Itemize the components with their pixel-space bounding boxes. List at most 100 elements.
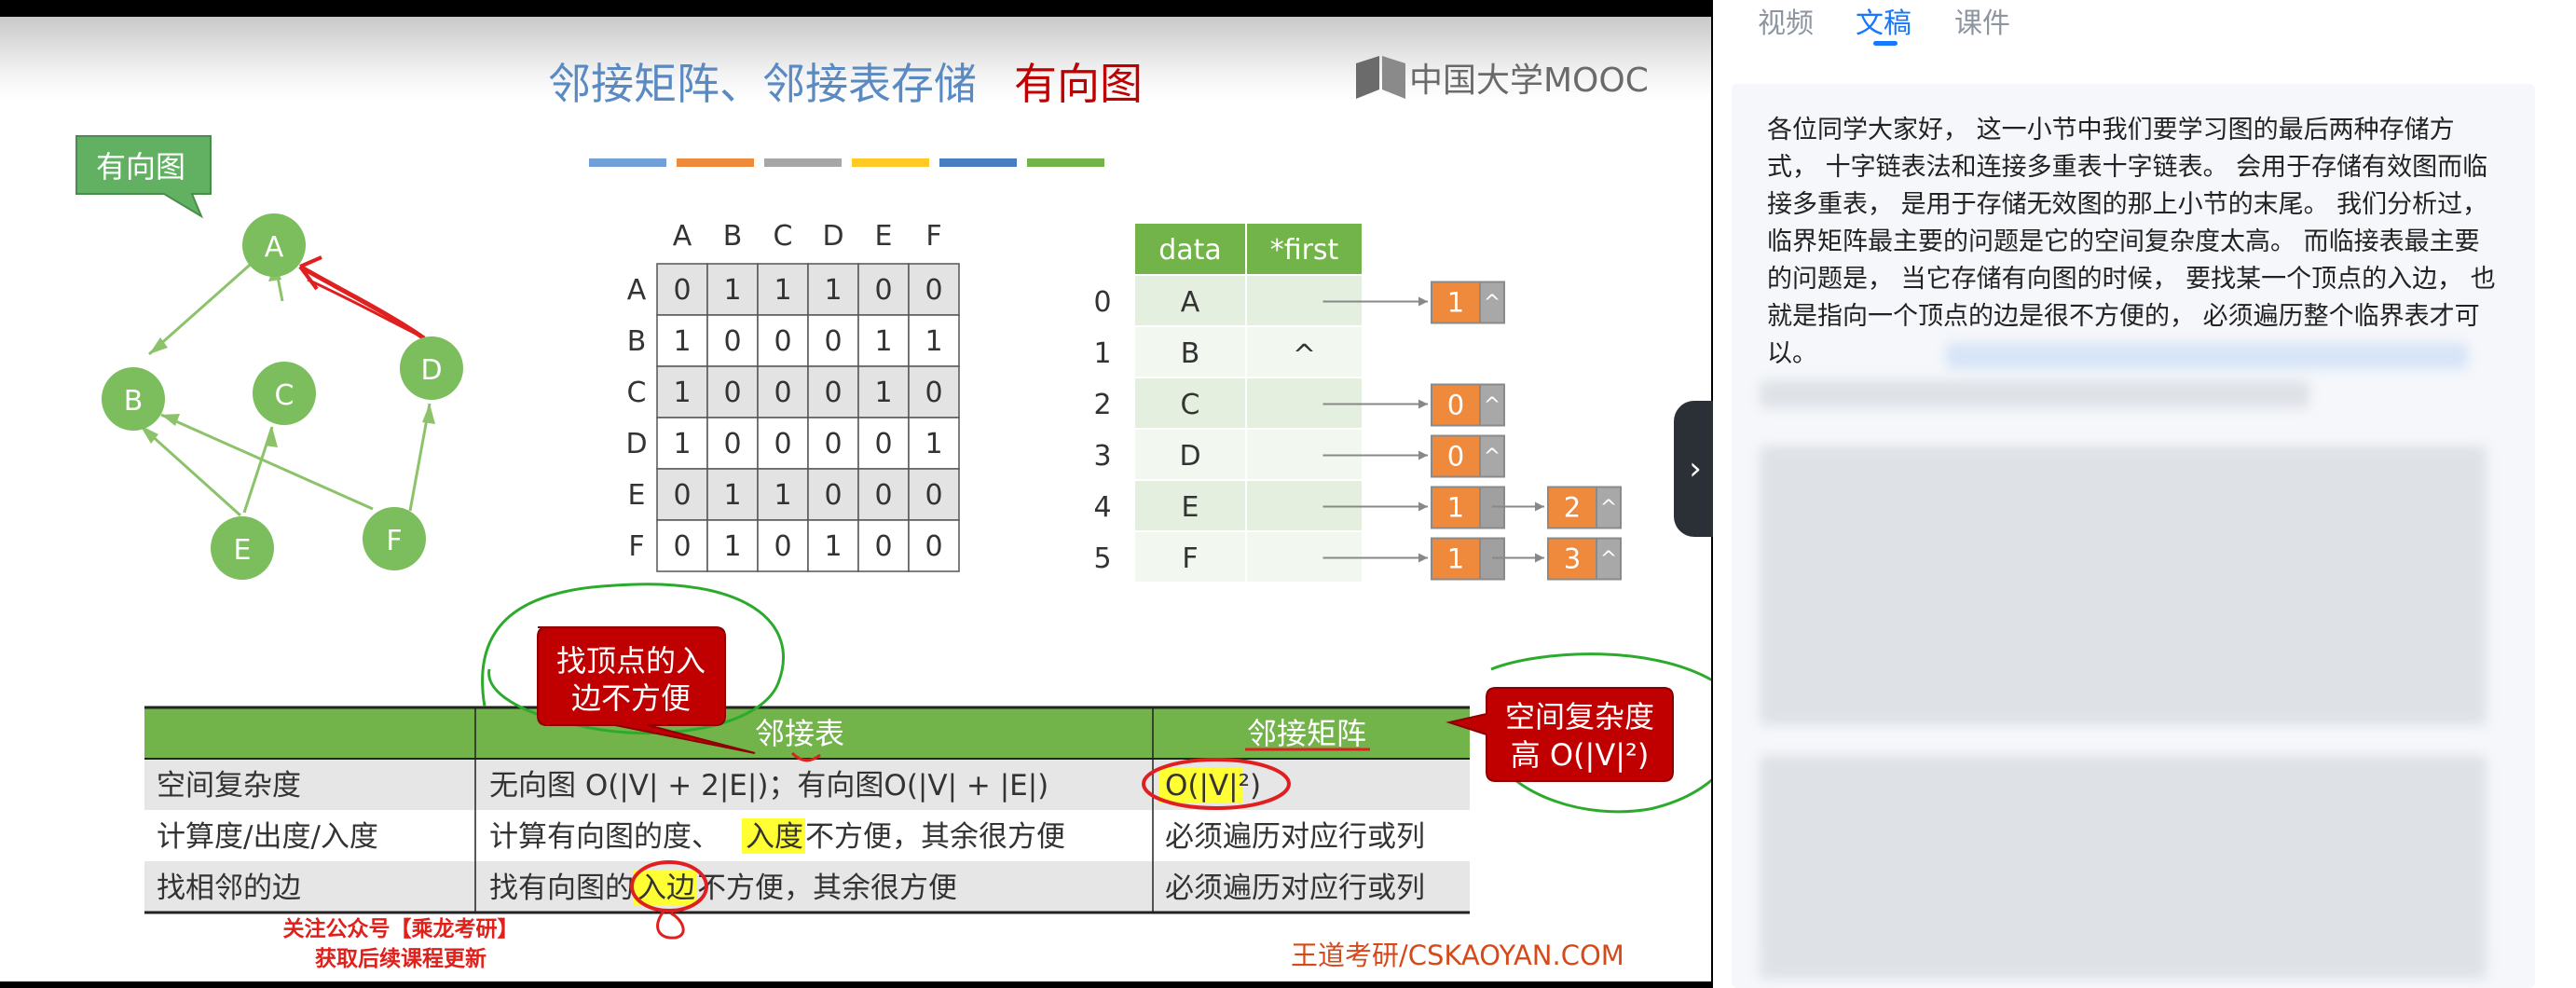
matrix-col-header: C: [774, 220, 793, 253]
matrix-cell-value: 1: [673, 325, 691, 358]
callout-matrix-line1: 空间复杂度: [1505, 699, 1654, 734]
matrix-cell: [656, 519, 708, 572]
matrix-cell-value: 0: [824, 325, 842, 358]
arc-node-label: 2: [1564, 492, 1581, 524]
matrix-cell-value: 1: [824, 274, 842, 307]
matrix-cell-value: 0: [673, 530, 691, 563]
circle-annotation: [630, 860, 708, 913]
adjlist-header-data: [1135, 224, 1245, 274]
matrix-cell: [706, 417, 759, 470]
arc-node-label: 0: [1447, 441, 1464, 473]
callout-list-weakness: 找顶点的入 边不方便: [537, 626, 756, 754]
adjlist-null-pointer: ^: [1293, 339, 1316, 372]
adjlist-vertex-cell: [1135, 378, 1245, 428]
graph-node-a-label: A: [265, 231, 284, 264]
arc-node-value: [1547, 486, 1597, 529]
matrix-cell-value: 0: [874, 479, 892, 512]
circle-annotation: [1142, 758, 1291, 810]
adjlist-vertex: C: [1181, 389, 1200, 421]
active-tab-indicator: [1873, 41, 1898, 46]
video-player[interactable]: 邻接矩阵、邻接表存储 有向图 中国大学MOOC 有向图: [0, 0, 1713, 988]
arc-node-label: 3: [1564, 543, 1581, 575]
matrix-cell: [857, 365, 910, 419]
lecture-slide: 邻接矩阵、邻接表存储 有向图 中国大学MOOC 有向图: [0, 17, 1711, 981]
table-cell-matrix: 必须遍历对应行或列: [1165, 871, 1425, 905]
adjlist-vertex: B: [1181, 337, 1200, 370]
chevron-right-icon: ›: [1689, 450, 1702, 487]
annotation-edge-d-a: [298, 264, 426, 341]
adjlist-arrowhead: [1418, 450, 1428, 460]
graph-node-c: C: [253, 362, 316, 425]
panel-collapse-button[interactable]: ›: [1674, 401, 1717, 537]
matrix-cell: [757, 519, 809, 572]
tab-courseware[interactable]: 课件: [1954, 7, 2010, 40]
arc-node-null: ^: [1484, 292, 1500, 315]
matrix-cell-value: 1: [774, 479, 791, 512]
matrix-cell: [807, 314, 859, 367]
scribble-annotation: [790, 751, 821, 762]
mooc-logo-icon: [1356, 56, 1379, 99]
adjlist-arrowhead: [1418, 296, 1428, 307]
table-cell-label: 找相邻的边: [157, 871, 301, 905]
adjlist-vertex-cell: [1135, 430, 1245, 479]
table-cell-matrix: O(|V|²): [1165, 769, 1261, 803]
arc-node-value: [1431, 537, 1481, 581]
adjlist-index: 1: [1093, 337, 1111, 370]
table-cell-list-post: 不方便，其余很方便: [805, 820, 1065, 854]
matrix-cell-value: 1: [774, 274, 791, 307]
adjlist-vertex: D: [1179, 440, 1200, 473]
table-header-matrix: 邻接矩阵: [1247, 716, 1366, 751]
color-bar-segment: [589, 158, 666, 167]
matrix-cell: [857, 417, 910, 470]
comparison-table: 邻接表 邻接矩阵 空间复杂度 无向图 O(|V| + 2|E|)；有向图O(|V…: [144, 706, 1470, 940]
color-bar-segment: [1027, 158, 1104, 167]
table-cell-list-hl: 入边: [637, 871, 695, 905]
annotation-arrowhead: [298, 255, 322, 291]
table-cell-list-pre: 找有向图的: [489, 871, 634, 905]
matrix-cell: [757, 365, 809, 419]
slide-title-part2: 有向图: [1014, 59, 1143, 109]
graph-node-d-label: D: [420, 354, 442, 387]
matrix-cell: [656, 263, 708, 316]
adjlist-arrowhead: [1418, 399, 1428, 409]
matrix-cell-value: 1: [925, 325, 942, 358]
matrix-row-header: B: [627, 325, 647, 358]
color-bar-segment: [939, 158, 1017, 167]
adjlist-header-first-label: *first: [1270, 234, 1339, 267]
tab-video[interactable]: 视频: [1758, 7, 1814, 40]
matrix-row-header: A: [627, 274, 647, 307]
adjlist-index: 0: [1093, 286, 1111, 319]
matrix-cell-value: 0: [874, 274, 892, 307]
table-row: [144, 861, 1470, 913]
matrix-cell-value: 1: [723, 479, 741, 512]
callout-list-line1: 找顶点的入: [556, 643, 706, 679]
arc-node-next: [1479, 281, 1505, 324]
arc-node-next: [1479, 383, 1505, 427]
title-color-bar: [589, 158, 1104, 167]
arc-node-next: [1596, 486, 1622, 529]
blurred-text: [1946, 343, 2468, 369]
color-bar-segment: [677, 158, 754, 167]
tab-transcript[interactable]: 文稿: [1856, 7, 1911, 40]
matrix-cell: [706, 519, 759, 572]
matrix-cell: [908, 519, 960, 572]
graph-node-b-label: B: [124, 385, 144, 418]
matrix-cell: [656, 365, 708, 419]
transcript-panel[interactable]: 各位同学大家好， 这一小节中我们要学习图的最后两种存储方式， 十字链表法和连接多…: [1732, 84, 2535, 988]
adjlist-arrowhead: [1418, 553, 1428, 563]
arc-node-label: 0: [1447, 390, 1464, 421]
matrix-cell: [908, 314, 960, 367]
table-cell-matrix: 必须遍历对应行或列: [1165, 820, 1425, 854]
matrix-cell-value: 1: [874, 377, 892, 409]
table-cell-list-hl: 入度: [746, 820, 803, 854]
color-bar-segment: [852, 158, 929, 167]
matrix-col-header: F: [925, 220, 941, 253]
arc-node-label: 1: [1447, 543, 1464, 575]
matrix-cell-value: 1: [673, 428, 691, 460]
mooc-logo-text: 中国大学MOOC: [1409, 62, 1649, 100]
mooc-logo-icon-right: [1382, 56, 1405, 99]
adjlist-index: 4: [1093, 491, 1111, 524]
adjlist-index: 2: [1093, 389, 1111, 421]
